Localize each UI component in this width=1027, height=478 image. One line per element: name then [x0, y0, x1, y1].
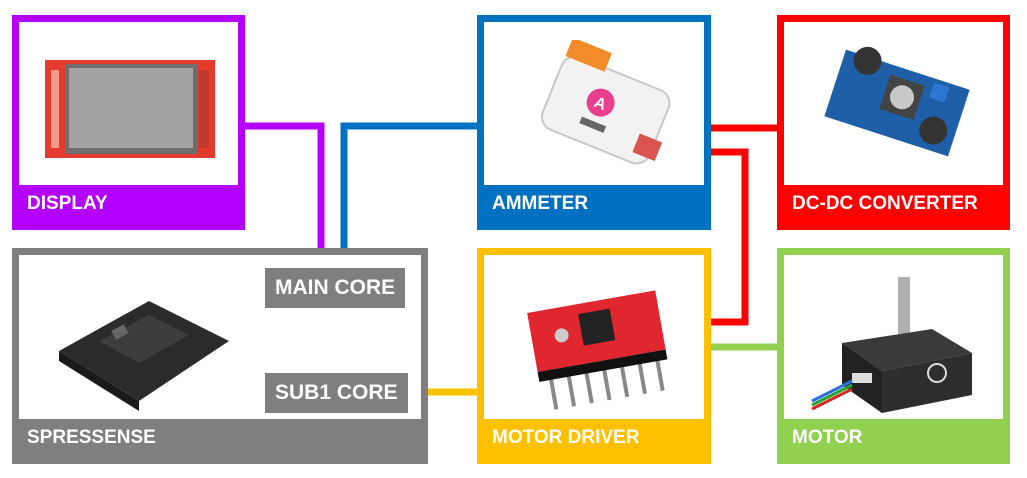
sub1-core-tag: SUB1 CORE: [265, 373, 408, 413]
display-to-main-core-wire: [242, 122, 325, 268]
dc-dc-converter-label: DC-DC CONVERTER: [784, 185, 1003, 223]
ammeter-label: AMMETER: [484, 185, 704, 223]
spressense-label: SPRESSENSE: [19, 419, 421, 457]
stepper-driver-board-icon: [527, 290, 668, 410]
spressense-node: MAIN CORE SUB1 CORE SPRESSENSE: [12, 248, 428, 464]
display-label: DISPLAY: [19, 185, 238, 223]
motor-driver-node: MOTOR DRIVER: [477, 248, 711, 464]
motor-node: MOTOR: [777, 248, 1010, 464]
motor-label: MOTOR: [784, 419, 1003, 457]
dc-dc-converter-board-icon: [824, 46, 970, 157]
ammeter-unit-icon: A: [540, 40, 671, 165]
converter-to-driver-wire: [708, 148, 749, 326]
motor-driver-label: MOTOR DRIVER: [484, 419, 704, 457]
display-node: DISPLAY: [12, 15, 245, 230]
stepper-motor-icon: [811, 277, 972, 413]
spresense-board-icon: [59, 301, 229, 411]
ammeter-to-main-core-wire: [340, 122, 480, 268]
ammeter-node: A AMMETER: [477, 15, 711, 230]
dc-dc-converter-node: DC-DC CONVERTER: [777, 15, 1010, 230]
tft-display-module-icon: [45, 60, 215, 158]
main-core-tag: MAIN CORE: [265, 268, 406, 308]
